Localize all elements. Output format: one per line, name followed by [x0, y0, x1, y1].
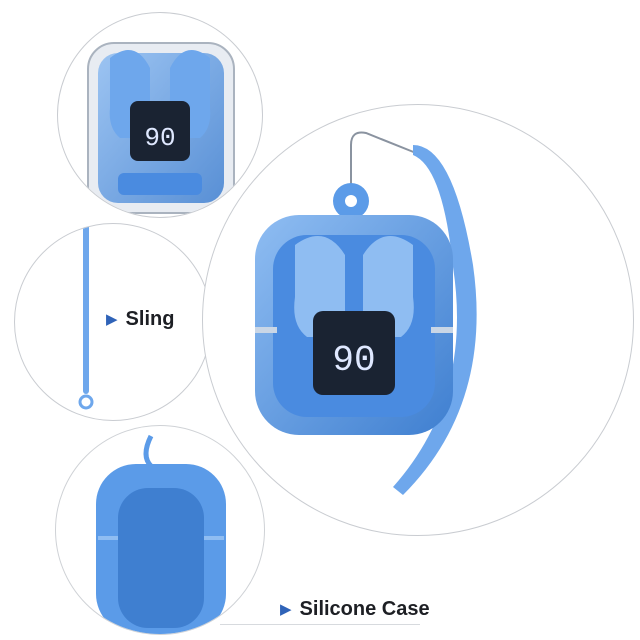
triangle-icon: ▶: [280, 601, 292, 618]
divider-line: [220, 624, 420, 625]
silicone-case-label: ▶ Silicone Case: [280, 598, 430, 621]
silicone-case-image: [96, 434, 226, 634]
triangle-icon: ▶: [106, 311, 118, 328]
main-screen-value: 90: [332, 340, 375, 381]
earbud-case-image: 90: [87, 42, 235, 214]
sling-label: ▶ Sling: [106, 308, 174, 331]
silicone-case-label-text: Silicone Case: [299, 598, 430, 620]
main-product-circle: 90: [202, 104, 634, 536]
case-screen-value: 90: [144, 123, 175, 153]
silicone-case-detail-circle: [55, 425, 265, 635]
sling-image: [78, 224, 94, 410]
sling-label-text: Sling: [125, 308, 175, 330]
sling-detail-circle: [14, 223, 212, 421]
main-product-image: 90: [255, 131, 477, 495]
earbud-case-detail-circle: 90: [57, 12, 263, 218]
